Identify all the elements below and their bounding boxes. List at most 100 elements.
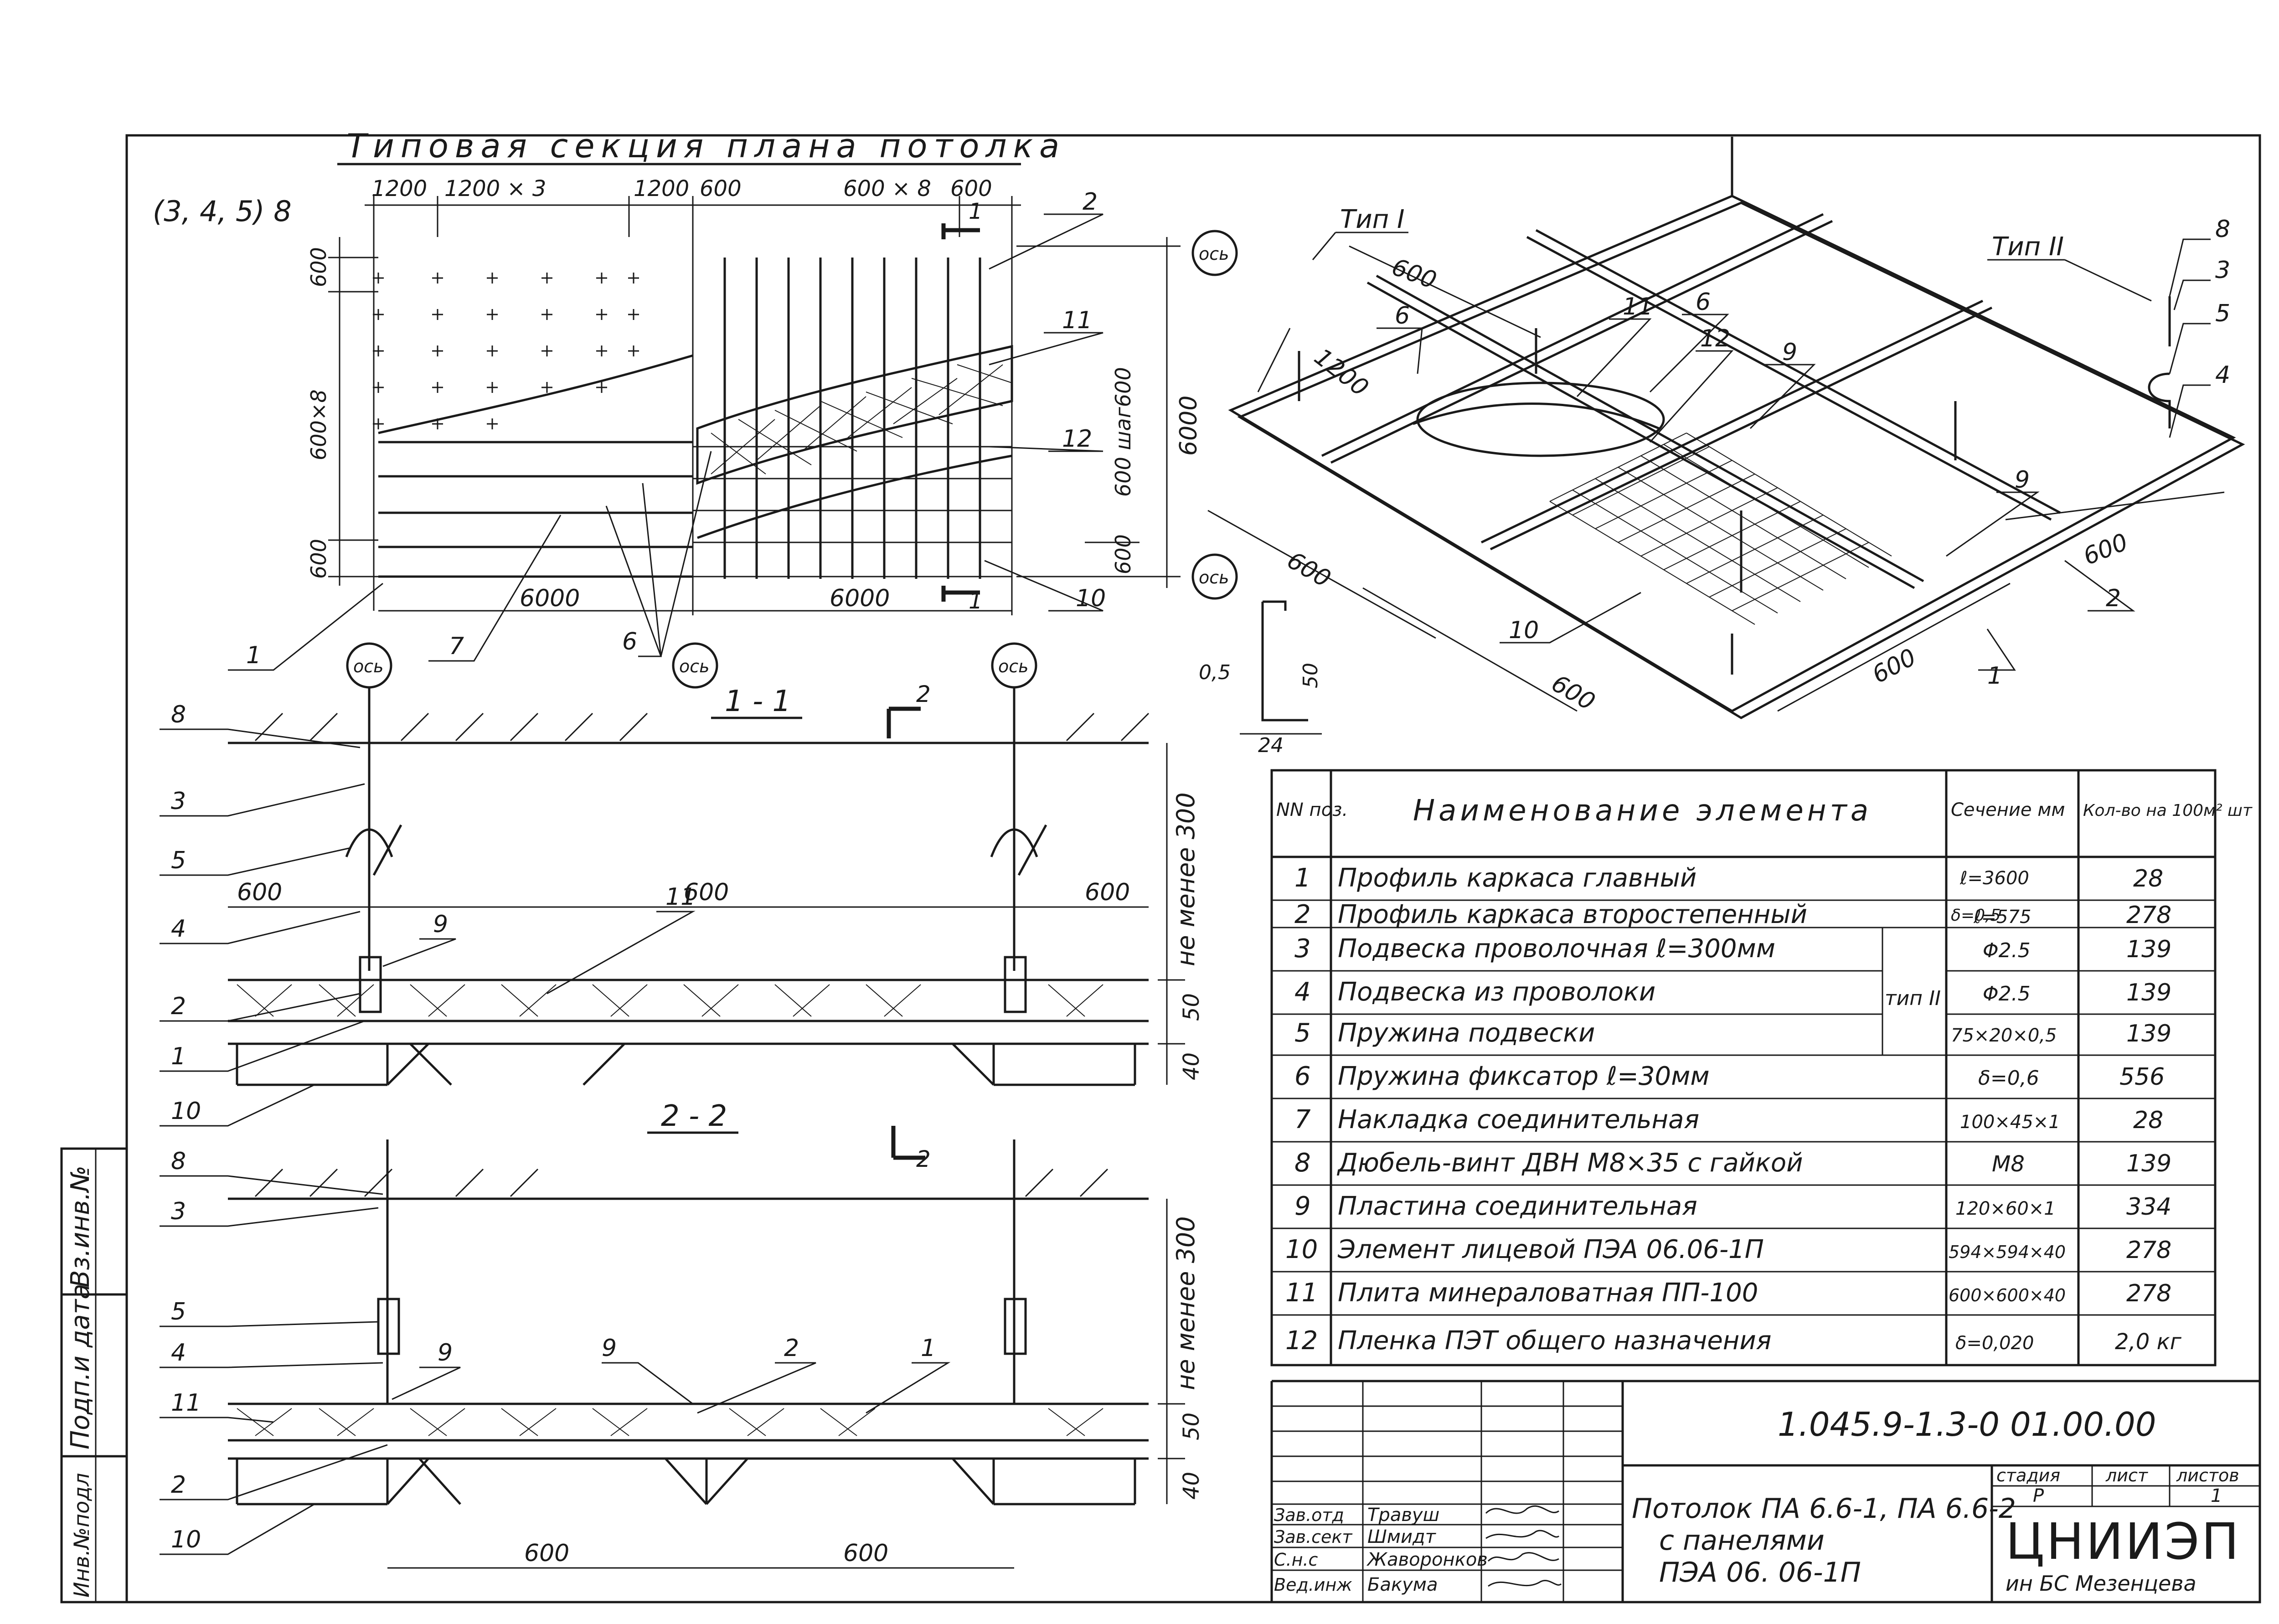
table-row-8-n: 8 <box>1294 1148 1311 1178</box>
tb-stage: Р <box>2033 1485 2044 1506</box>
table-row-3-sec: Φ2.5 <box>1983 939 2031 962</box>
iso-callout-3: 3 <box>2215 257 2230 284</box>
table-row-6-name: Пружина фиксатор ℓ=30мм <box>1338 1062 1710 1091</box>
side-stamp-inv: Инв.№подл <box>69 1473 94 1598</box>
iso-profile-section <box>1261 600 1308 722</box>
iso-profile-dim-2: 50 <box>1299 663 1322 688</box>
iso-type1-label: Тип I <box>1340 205 1405 234</box>
s11-callout-9: 9 <box>433 911 448 938</box>
s22-callout-3: 3 <box>171 1198 186 1225</box>
iso-callout-1: 1 <box>1987 662 2002 690</box>
plan-callout-7: 7 <box>449 633 464 660</box>
iso-mesh-panel <box>1549 433 1892 625</box>
tb-org-sub: ин БС Мезенцева <box>2006 1571 2197 1596</box>
tb-staff-2-role: Зав.сект <box>1274 1527 1353 1547</box>
iso-callout-9a: 9 <box>1782 339 1797 366</box>
table-row-2-name: Профиль каркаса второстепенный <box>1338 900 1807 929</box>
tb-staff-1-role: Зав.отд <box>1274 1505 1344 1525</box>
plan-dim-right-3: 600 <box>1111 534 1135 574</box>
plan-dim-top-4: 600 <box>700 176 742 201</box>
plan-hatched-band <box>696 345 1013 485</box>
table-row-2-n: 2 <box>1294 900 1311 929</box>
plan-plus-grid <box>373 273 639 429</box>
table-row-7-sec: 100×45×1 <box>1960 1112 2060 1133</box>
side-stamp-sign: Подп.и дата <box>66 1284 95 1449</box>
table-row-8-name: Дюбель-винт ДВН M8×35 с гайкой <box>1336 1148 1803 1178</box>
table-row-1-sec: ℓ=3600 <box>1959 868 2029 889</box>
table-row-7-qty: 28 <box>2133 1107 2163 1134</box>
plan-callout-1: 1 <box>246 642 261 669</box>
section-1-1: ось ось ось 1 - 1 2 <box>160 642 1204 1127</box>
s11-axis-bubble-left <box>346 642 392 689</box>
table-row-3-name: Подвеска проволочная ℓ=300мм <box>1338 934 1775 964</box>
iso-callout-9b: 9 <box>2015 466 2030 494</box>
table-row-10-n: 10 <box>1285 1235 1318 1264</box>
s11-title: 1 - 1 <box>725 685 791 718</box>
tb-title-line-3: ПЭА 06. 06-1П <box>1659 1557 1861 1588</box>
iso-callout-11: 11 <box>1623 293 1653 320</box>
s11-callout-8: 8 <box>171 701 186 728</box>
table-row-10-name: Элемент лицевой ПЭА 06.06-1П <box>1337 1235 1764 1264</box>
s11-callout-10: 10 <box>171 1098 201 1125</box>
tbl-type2-note: тип II <box>1885 987 1941 1010</box>
s22-thick-50: 50 <box>1179 1413 1204 1440</box>
iso-profile-dim-1: 0,5 <box>1199 661 1231 684</box>
s22-callout-11: 11 <box>171 1389 201 1417</box>
iso-dim-1: 600 <box>1388 253 1440 294</box>
plan-cut-mark-bottom: 1 <box>969 588 983 614</box>
tb-stage-header: стадия <box>1996 1465 2060 1485</box>
plan-callout-6: 6 <box>622 628 637 655</box>
s11-thick-40: 40 <box>1179 1052 1204 1080</box>
iso-callout-2: 2 <box>2106 585 2121 612</box>
plan-cut-mark-top: 1 <box>969 199 983 224</box>
tb-org: ЦНИИЭП <box>2006 1512 2241 1571</box>
table-row-3-n: 3 <box>1294 934 1311 964</box>
table-row-4-sec: Φ2.5 <box>1983 982 2031 1005</box>
table-row-4-n: 4 <box>1294 977 1311 1007</box>
s11-height-label: не менее 300 <box>1171 792 1200 966</box>
iso-type2-label: Тип II <box>1992 232 2064 262</box>
table-row-11-sec: 600×600×40 <box>1949 1285 2066 1305</box>
plan-dim-top-6: 600 <box>950 176 992 201</box>
plan-dim-left-1: 600 <box>306 247 331 287</box>
table-row-1-name: Профиль каркаса главный <box>1338 863 1696 893</box>
plan-dim-top-3: 1200 <box>634 176 689 201</box>
table-row-9-sec: 120×60×1 <box>1955 1198 2056 1219</box>
iso-mineral-wool-cutout <box>1416 382 1665 457</box>
iso-callout-6a: 6 <box>1395 302 1410 330</box>
iso-callout-10: 10 <box>1509 617 1539 644</box>
s11-thick-50: 50 <box>1179 993 1204 1021</box>
tb-staff-2-name: Шмидт <box>1367 1526 1437 1547</box>
plan-callout-2: 2 <box>1083 188 1098 216</box>
tb-staff-3-name: Жаворонков <box>1366 1549 1488 1570</box>
tb-sheet-header: лист <box>2105 1465 2149 1485</box>
ceiling-plan: Типовая секция плана потолка (3, 4, 5) 8… <box>153 127 1238 671</box>
s11-dim-3: 600 <box>1085 879 1130 906</box>
s22-callout-10: 10 <box>171 1526 201 1553</box>
table-row-2-sec: ℓ=575 <box>1973 907 2031 928</box>
tb-code: 1.045.9-1.3-0 01.00.00 <box>1778 1405 2156 1444</box>
tb-sheets-header: листов <box>2176 1465 2239 1485</box>
s22-callout-5: 5 <box>171 1298 186 1325</box>
table-row-12-sec: δ=0,020 <box>1955 1333 2034 1354</box>
plan-axis-label-top: ось <box>1199 244 1229 264</box>
plan-axis-bubble-top <box>1191 230 1238 276</box>
tbl-h-pos: NN поз. <box>1276 799 1348 820</box>
table-row-4-qty: 139 <box>2126 979 2171 1006</box>
side-stamp: Инв.№подл Подп.и дата Вз.инв.№ <box>60 1147 128 1603</box>
table-row-2-qty: 278 <box>2126 902 2171 929</box>
iso-dim-6: 600 <box>2079 528 2132 571</box>
spec-table: NN поз. Наименование элемента Сечение мм… <box>1270 769 2253 1366</box>
table-row-6-sec: δ=0,6 <box>1978 1067 2039 1090</box>
table-row-10-qty: 278 <box>2126 1237 2171 1264</box>
table-row-11-n: 11 <box>1285 1278 1318 1308</box>
tb-signatures <box>1485 1505 1562 1587</box>
plan-dim-right-2: 600 шаг600 <box>1111 367 1135 497</box>
plan-dim-left-3: 600 <box>306 539 331 579</box>
s11-axis-label-mid: ось <box>679 656 710 676</box>
table-row-11-qty: 278 <box>2126 1280 2171 1307</box>
sheet-frame <box>125 134 2261 1603</box>
s11-callout-5: 5 <box>171 847 186 874</box>
table-row-5-sec: 75×20×0,5 <box>1951 1025 2057 1046</box>
